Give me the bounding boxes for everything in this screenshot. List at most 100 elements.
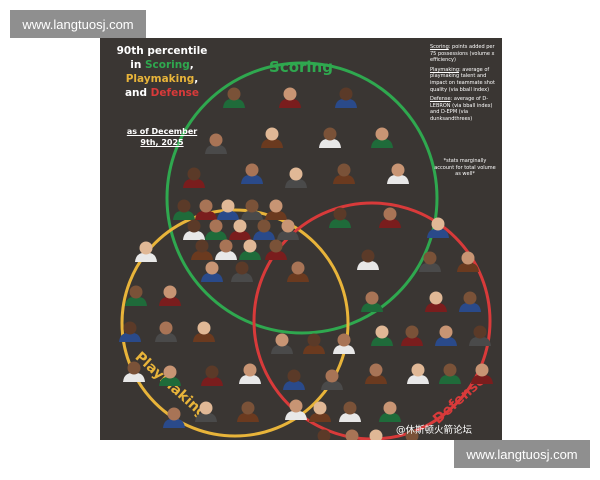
player-portrait: [205, 133, 227, 154]
scoring-circle: [165, 61, 439, 335]
player-jersey: [159, 376, 181, 386]
player-jersey: [471, 374, 493, 384]
player-head: [257, 219, 271, 233]
player-head: [209, 219, 223, 233]
player-jersey: [195, 210, 217, 220]
player-portrait: [155, 321, 177, 342]
player-head: [187, 219, 201, 233]
player-portrait: [239, 239, 261, 260]
player-head: [337, 163, 351, 177]
player-head: [209, 133, 223, 147]
title-scoring: Scoring: [144, 59, 190, 71]
player-portrait: [361, 291, 383, 312]
player-portrait: [345, 429, 359, 440]
watermark-bottom: www.langtuosj.com: [454, 440, 590, 468]
diagram-title: 90th percentile in Scoring, Playmaking, …: [106, 44, 218, 100]
player-head: [287, 369, 301, 383]
scoring-circle-label: Scoring: [269, 58, 333, 76]
player-head: [443, 363, 457, 377]
scoring-definition: Scoring: points added per 75 possessions…: [430, 44, 500, 64]
player-portrait: [457, 251, 479, 272]
player-jersey: [285, 178, 307, 188]
player-jersey: [435, 336, 457, 346]
player-portrait: [419, 251, 441, 272]
player-portrait: [201, 365, 223, 386]
player-portrait: [387, 163, 409, 184]
player-portrait: [265, 199, 287, 220]
player-head: [375, 127, 389, 141]
player-portrait: [317, 429, 331, 440]
player-head: [391, 163, 405, 177]
player-portrait: [333, 163, 355, 184]
player-portrait: [159, 365, 181, 386]
player-jersey: [401, 336, 423, 346]
player-jersey: [159, 296, 181, 306]
player-jersey: [223, 98, 245, 108]
scoring-definition-term: Scoring: [430, 44, 449, 50]
player-portrait: [357, 249, 379, 270]
player-jersey: [265, 250, 287, 260]
player-portrait: [285, 399, 307, 420]
player-portrait: [371, 325, 393, 346]
player-portrait: [319, 127, 341, 148]
player-portrait: [125, 285, 147, 306]
player-head: [227, 87, 241, 101]
player-jersey: [217, 210, 239, 220]
player-jersey: [195, 412, 217, 422]
player-head: [439, 325, 453, 339]
player-head: [243, 239, 257, 253]
player-portrait: [339, 401, 361, 422]
player-jersey: [191, 250, 213, 260]
player-portrait: [215, 239, 237, 260]
player-head: [283, 87, 297, 101]
player-portrait: [407, 363, 429, 384]
player-head: [197, 321, 211, 335]
player-portrait: [335, 87, 357, 108]
player-jersey: [439, 374, 461, 384]
player-portrait: [303, 333, 325, 354]
player-portrait: [201, 261, 223, 282]
player-jersey: [201, 376, 223, 386]
title-line-4: and Defense: [106, 86, 218, 100]
player-portrait: [379, 401, 401, 422]
player-head: [235, 261, 249, 275]
player-head: [343, 401, 357, 415]
player-portrait: [231, 261, 253, 282]
player-head: [333, 207, 347, 221]
title-line-2: in Scoring,: [106, 58, 218, 72]
player-head: [369, 363, 383, 377]
title-playmaking: Playmaking: [125, 73, 195, 85]
player-jersey: [459, 302, 481, 312]
player-head: [129, 285, 143, 299]
player-jersey: [329, 218, 351, 228]
player-head: [195, 239, 209, 253]
player-head: [411, 363, 425, 377]
player-portrait: [287, 261, 309, 282]
defense-definition-text: : average of D-LEBRON (via bball index) …: [430, 96, 493, 122]
player-portrait: [163, 407, 185, 428]
player-portrait: [193, 321, 215, 342]
player-head: [281, 219, 295, 233]
player-portraits: [119, 87, 493, 440]
player-portrait: [365, 363, 387, 384]
player-head: [323, 127, 337, 141]
player-head: [205, 365, 219, 379]
player-head: [245, 199, 259, 213]
player-portrait: [435, 325, 457, 346]
player-portrait: [277, 219, 299, 240]
player-jersey: [339, 412, 361, 422]
player-jersey: [287, 272, 309, 282]
player-head: [405, 325, 419, 339]
player-portrait: [159, 285, 181, 306]
player-head: [475, 363, 489, 377]
player-head: [345, 429, 359, 440]
title-line-3: Playmaking,: [106, 72, 218, 86]
player-head: [127, 361, 141, 375]
player-portrait: [223, 87, 245, 108]
player-portrait: [379, 207, 401, 228]
player-head: [163, 365, 177, 379]
player-jersey: [253, 230, 275, 240]
player-jersey: [379, 218, 401, 228]
player-head: [337, 333, 351, 347]
player-jersey: [457, 262, 479, 272]
